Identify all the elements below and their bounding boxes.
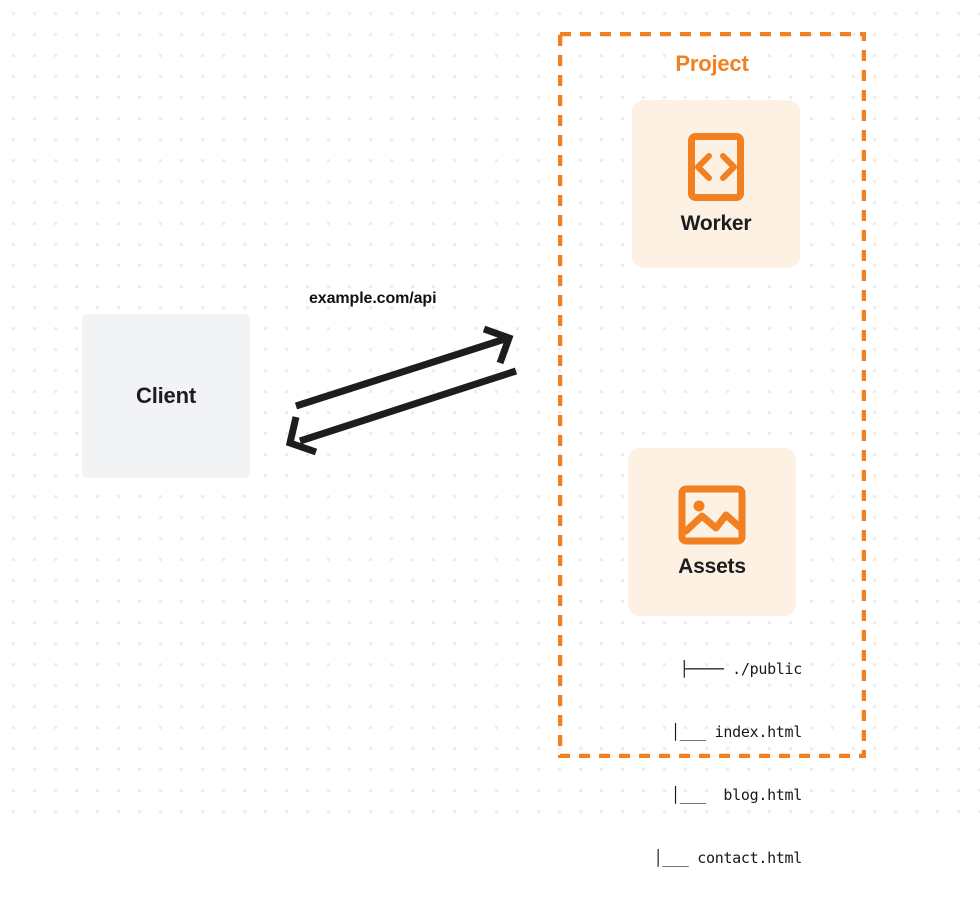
node-worker-label: Worker (680, 212, 752, 235)
node-worker[interactable]: Worker (632, 100, 800, 268)
arrow-request (294, 325, 514, 410)
node-client[interactable]: Client (82, 314, 250, 478)
group-project-title: Project (667, 51, 757, 77)
code-brackets-icon (688, 133, 744, 201)
arrow-response (285, 367, 518, 456)
image-icon (678, 485, 746, 545)
assets-file-tree: ├──── ./public │___ index.html │___ blog… (596, 617, 803, 911)
group-project: Project (558, 32, 866, 758)
node-assets[interactable]: Assets (628, 448, 796, 616)
file-tree-row: │___ index.html (627, 723, 802, 741)
project-dashed-border (558, 32, 866, 758)
file-tree-row: │___ blog.html (627, 786, 802, 804)
node-assets-label: Assets (678, 555, 746, 578)
file-tree-row: ├──── ./public (679, 660, 803, 678)
node-client-label: Client (136, 383, 196, 408)
diagram-canvas: Client example.com/api Project Worker (0, 0, 980, 867)
edge-label-api: example.com/api (309, 290, 437, 307)
file-tree-row: │___ contact.html (609, 849, 803, 867)
